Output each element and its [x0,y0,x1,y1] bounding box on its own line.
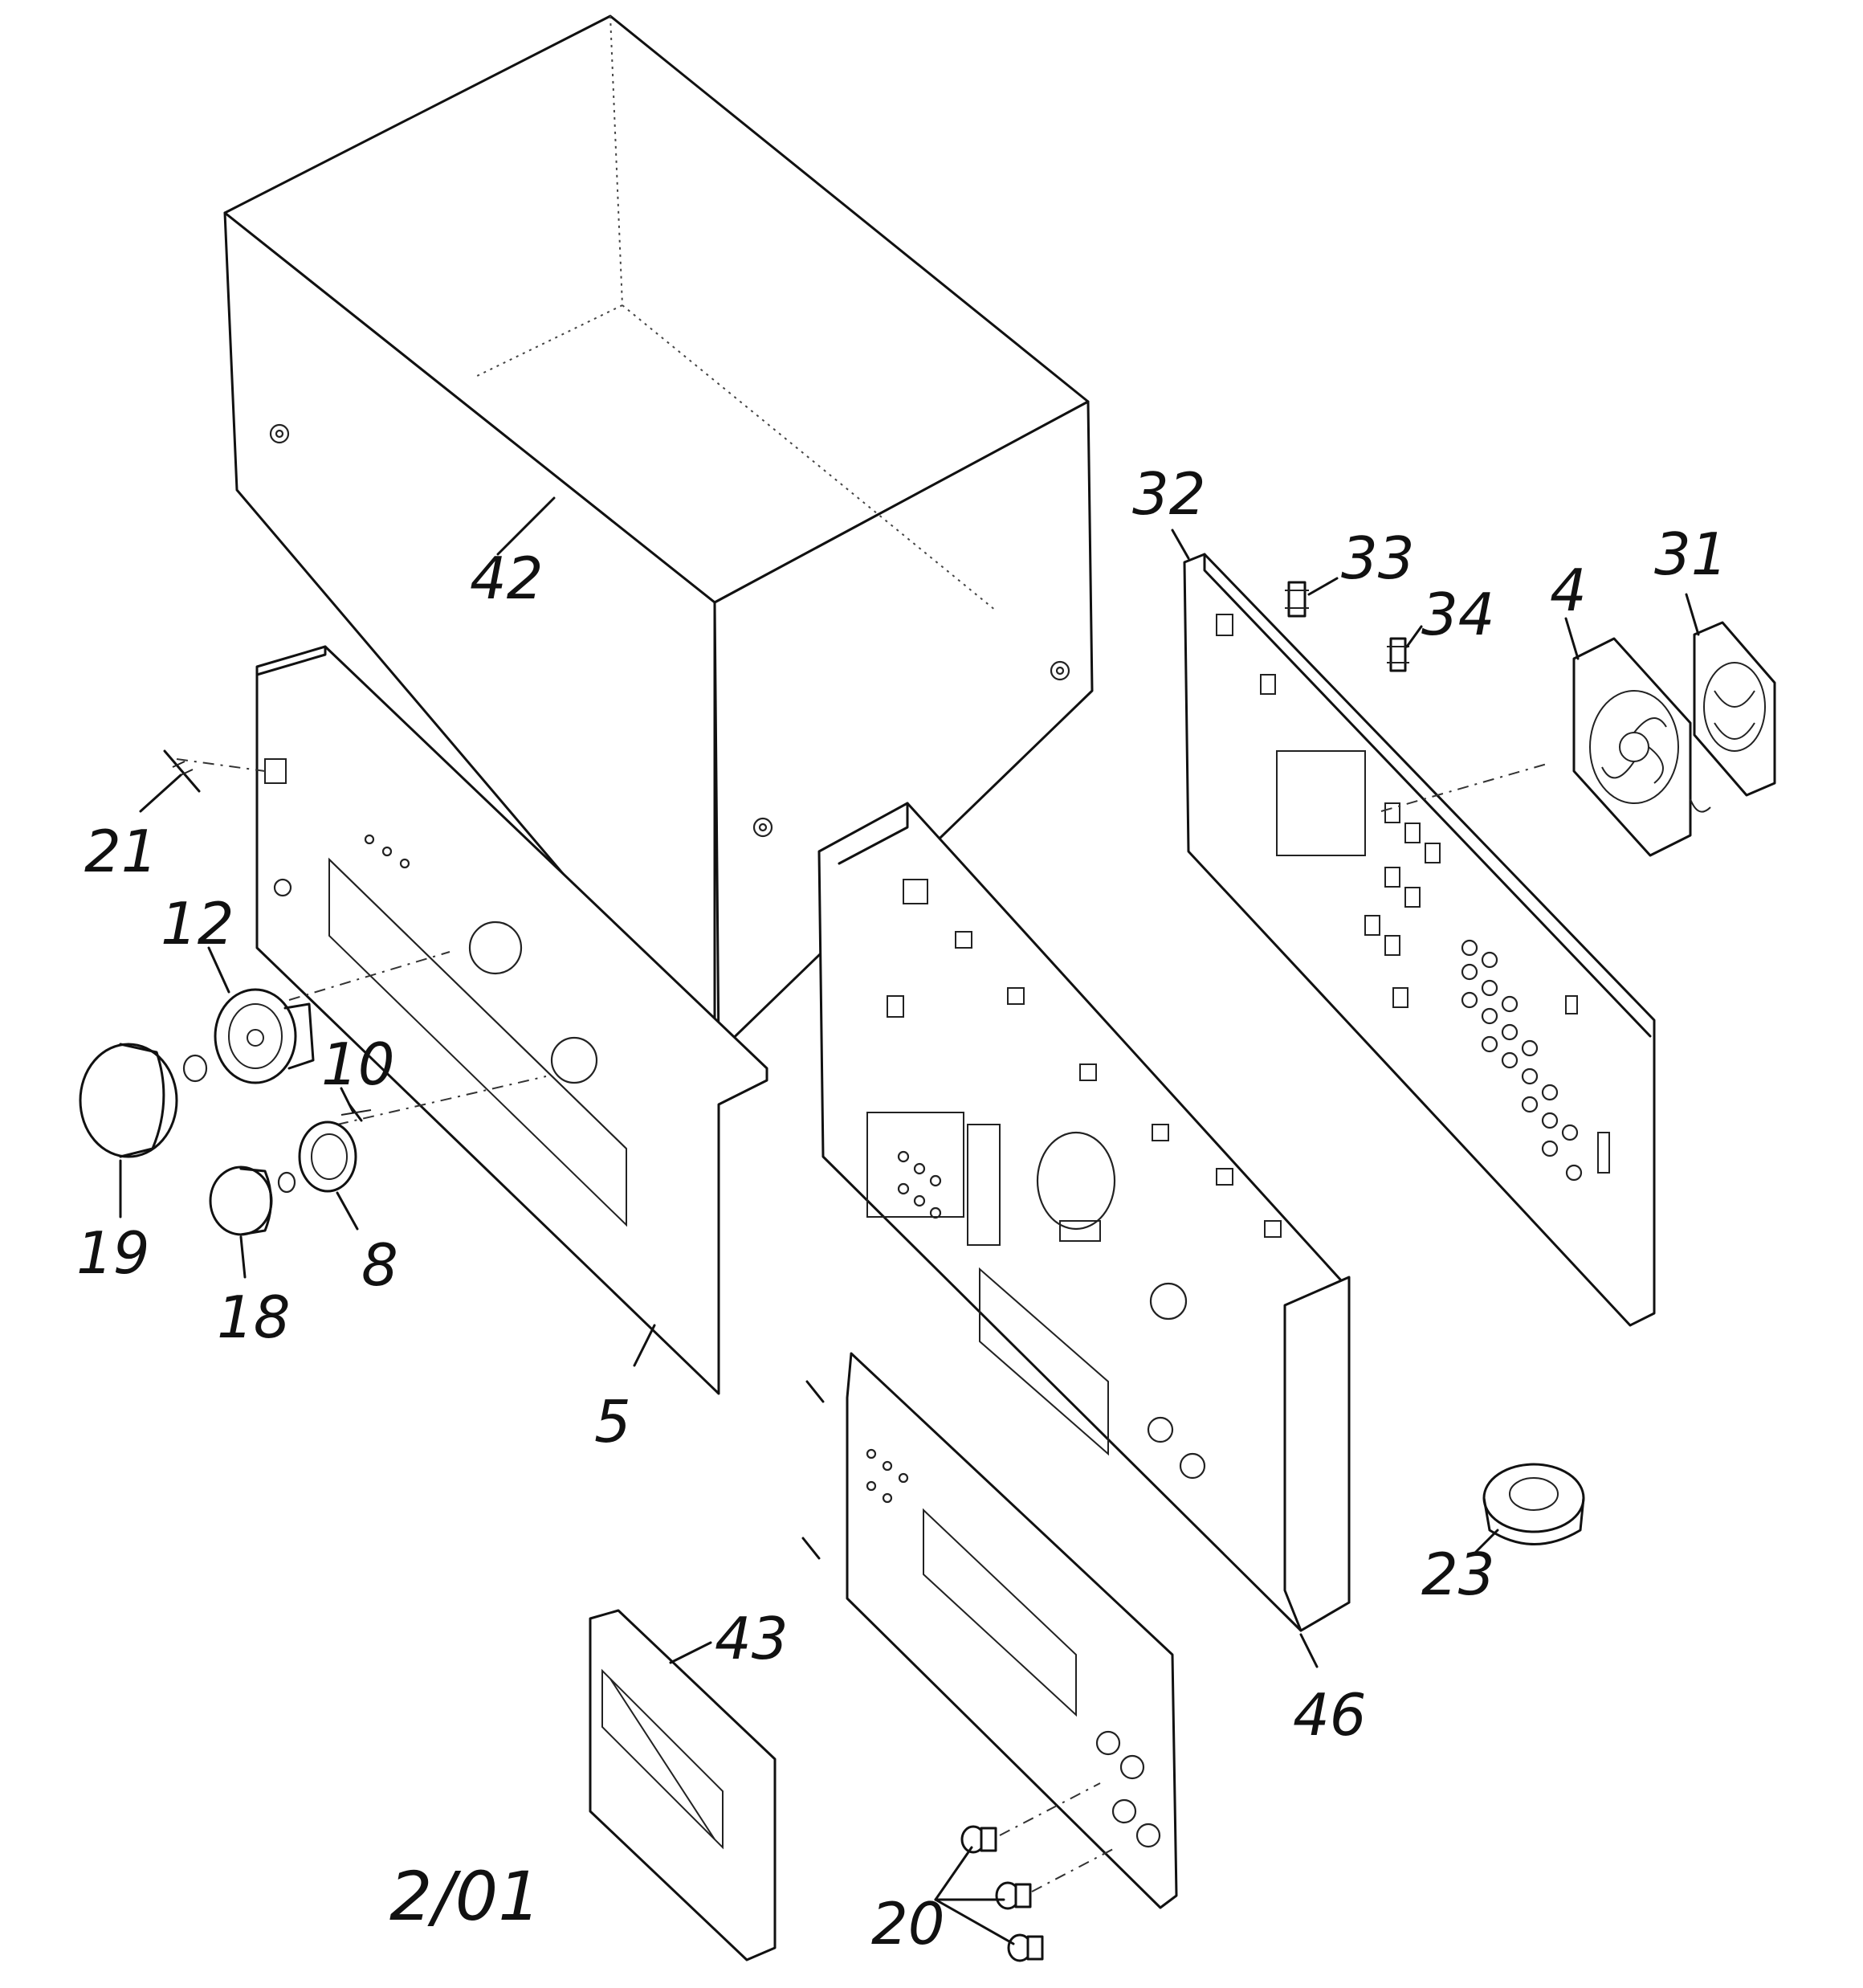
callout-32: 32 [1132,460,1206,528]
part-34-clip [1387,637,1409,672]
callout-31: 31 [1654,520,1728,588]
leader-lines [119,496,1700,1945]
part-20-push-knobs [960,1782,1117,1962]
callout-42: 42 [470,545,544,612]
part-42-top-cover [223,14,1094,1054]
callout-34: 34 [1421,581,1495,648]
part-31-fan-guard [1690,621,1776,813]
part-23-round-component [1482,1463,1585,1545]
callout-21: 21 [84,818,158,885]
callout-4: 4 [1550,557,1587,624]
part-21-screw [163,749,201,793]
callout-23: 23 [1421,1541,1495,1608]
callout-33: 33 [1341,525,1415,592]
callout-8: 8 [361,1231,398,1299]
part-5-front-panel [176,645,768,1395]
callout-10: 10 [321,1031,395,1098]
part-4-fan [1572,637,1692,857]
part-43-display-window [589,1609,777,1961]
part-18-small-knob [209,1165,296,1236]
callout-19: 19 [76,1219,150,1287]
callout-18: 18 [217,1284,291,1351]
date-mark: 2/01 [389,1857,541,1936]
part-33-clip [1285,581,1309,618]
callout-43: 43 [715,1605,789,1672]
callout-20: 20 [871,1890,945,1957]
part-32-rear-panel [1183,553,1656,1327]
callout-46: 46 [1293,1681,1367,1749]
part-12-knob-bracket [214,988,315,1084]
part-19-large-knob [79,1043,208,1158]
callout-12: 12 [161,890,234,957]
part-8-small-bracket [298,1121,357,1193]
part-46-main-chassis [817,802,1351,1632]
front-sub-panel [801,1352,1178,1909]
callout-5: 5 [594,1388,631,1455]
